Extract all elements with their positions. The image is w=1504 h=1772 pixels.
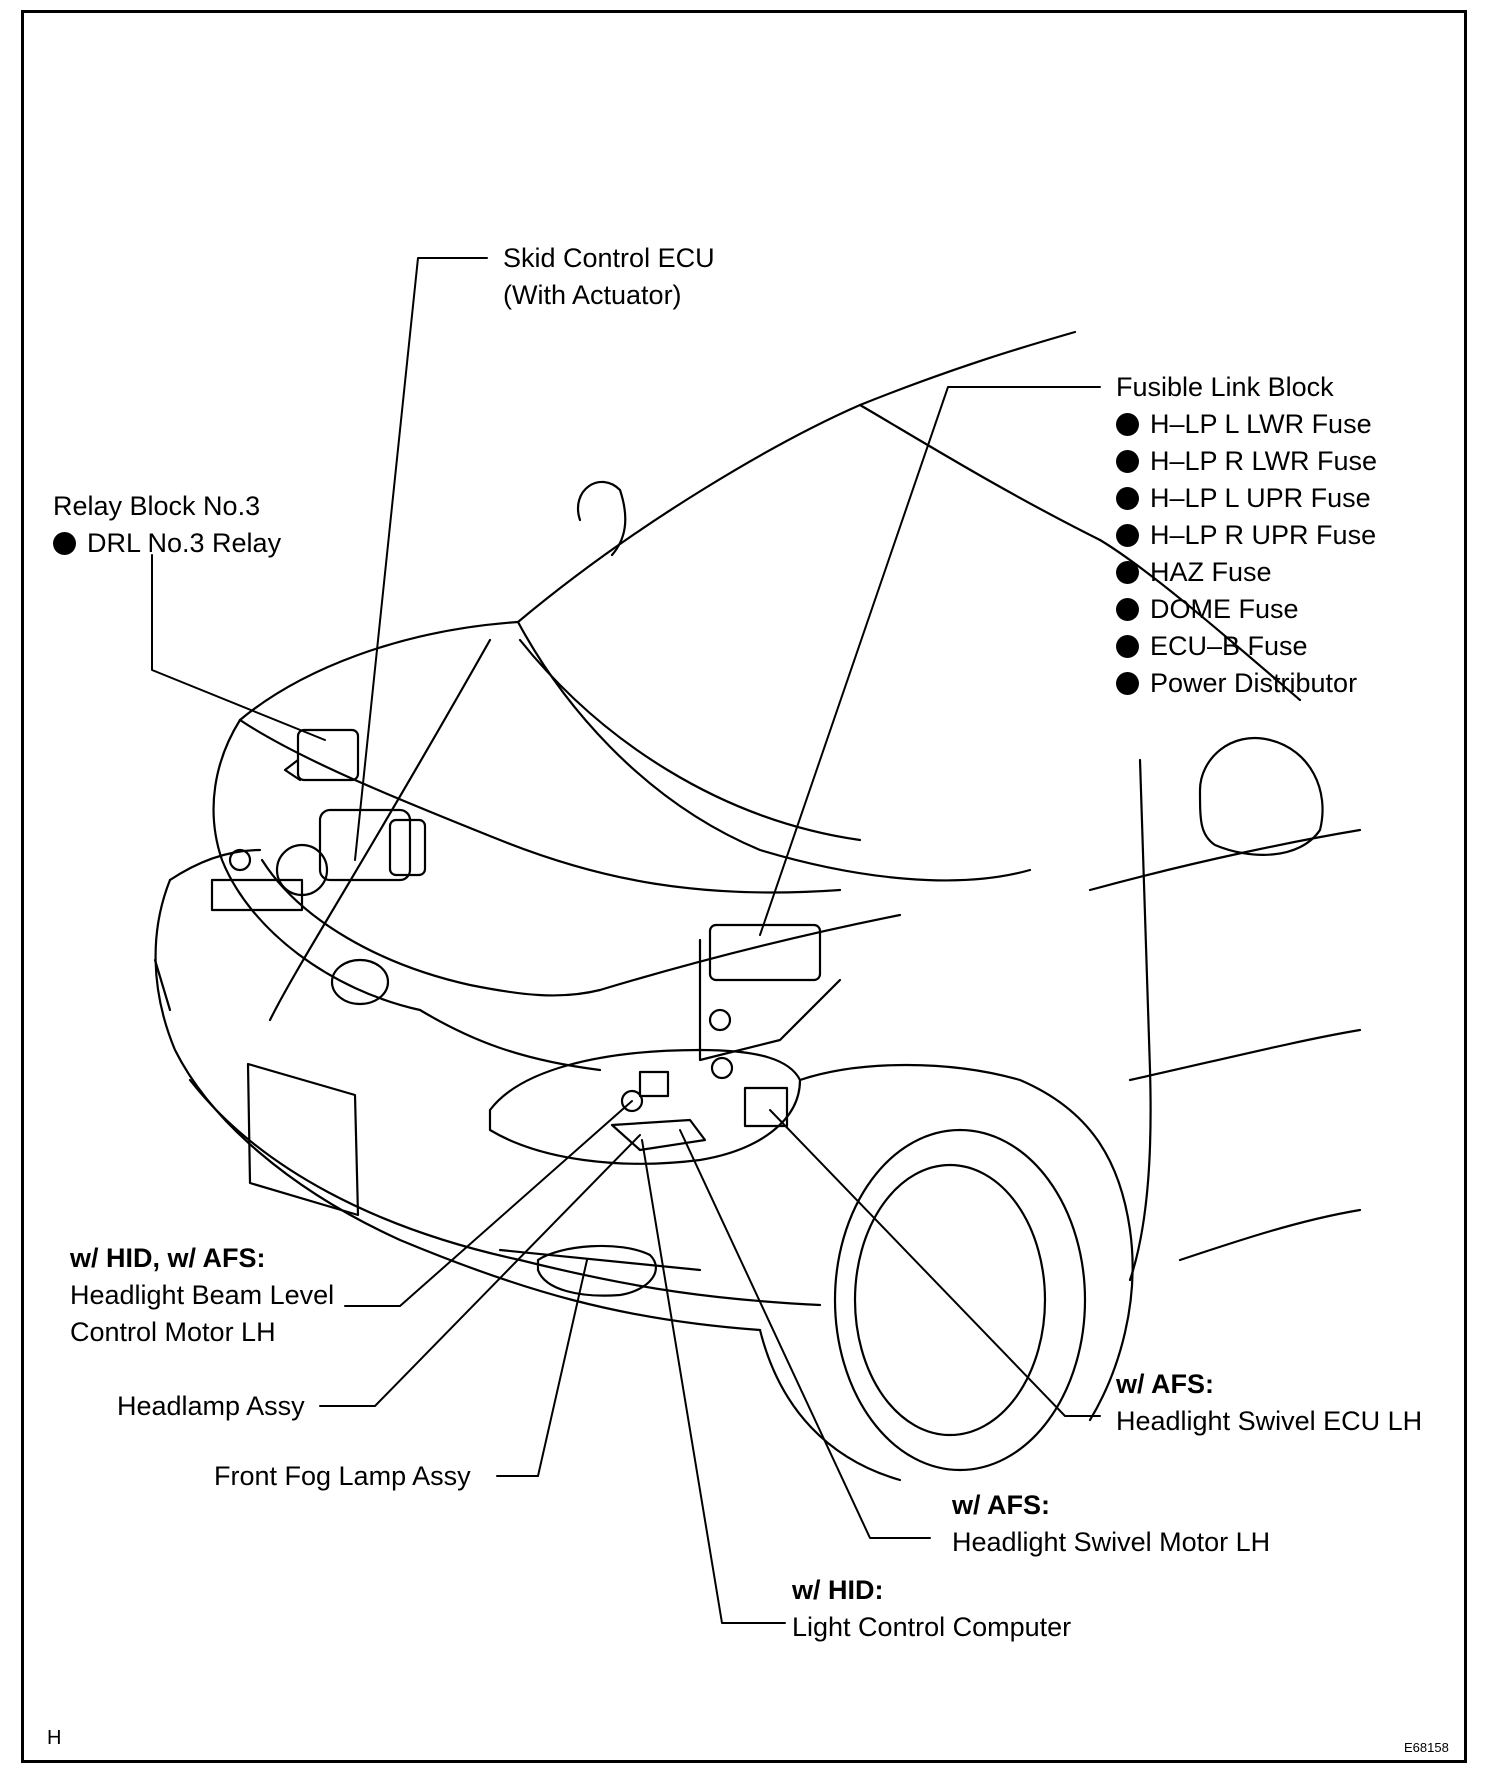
headlamp-assy-label: Headlamp Assy <box>117 1391 305 1421</box>
fuse-name: Power Distributor <box>1150 668 1358 698</box>
leader-light-control <box>641 1139 786 1624</box>
relay-name: DRL No.3 Relay <box>87 528 282 558</box>
swivel-ecu-label: w/ AFS: Headlight Swivel ECU LH <box>1116 1366 1422 1440</box>
bullet-icon <box>1116 487 1139 510</box>
bullet-icon <box>1116 524 1139 547</box>
leader-beam-level <box>344 1100 633 1307</box>
fuse-name: ECU–B Fuse <box>1150 631 1308 661</box>
leader-swivel-motor <box>679 1129 931 1539</box>
leader-fusible-link <box>759 386 1101 936</box>
beam-level-motor-label: w/ HID, w/ AFS: Headlight Beam Level Con… <box>70 1240 334 1351</box>
leader-fog-lamp <box>496 1259 588 1477</box>
skid-control-ecu-label: Skid Control ECU (With Actuator) <box>503 240 715 314</box>
figure-code: E68158 <box>1404 1740 1449 1755</box>
fuse-list-item: H–LP L LWR Fuse <box>1116 406 1377 443</box>
skid-control-ecu-sketch <box>210 808 427 912</box>
light-control-line: Light Control Computer <box>792 1612 1072 1642</box>
bullet-icon <box>53 532 76 555</box>
swivel-motor-label: w/ AFS: Headlight Swivel Motor LH <box>952 1487 1270 1561</box>
fusible-link-block-sketch <box>698 923 842 1080</box>
fuse-name: H–LP R UPR Fuse <box>1150 520 1377 550</box>
swivel-ecu-qualifier: w/ AFS: <box>1116 1369 1214 1399</box>
bullet-icon <box>1116 635 1139 658</box>
leader-swivel-ecu <box>769 1109 1101 1417</box>
headlamp-components-sketch <box>610 1070 789 1152</box>
fuse-list-item: H–LP R UPR Fuse <box>1116 517 1377 554</box>
fuse-list-item: Power Distributor <box>1116 665 1377 702</box>
bullet-icon <box>1116 598 1139 621</box>
fuse-list-item: H–LP R LWR Fuse <box>1116 443 1377 480</box>
skid-control-ecu-title: Skid Control ECU <box>503 243 715 273</box>
fuse-name: H–LP L UPR Fuse <box>1150 483 1371 513</box>
beam-level-line: Control Motor LH <box>70 1317 276 1347</box>
light-control-qualifier: w/ HID: <box>792 1575 884 1605</box>
skid-control-ecu-subtitle: (With Actuator) <box>503 280 682 310</box>
front-fog-lamp-label: Front Fog Lamp Assy <box>214 1461 471 1491</box>
bullet-icon <box>1116 561 1139 584</box>
leader-skid-control <box>354 257 488 861</box>
swivel-ecu-line: Headlight Swivel ECU LH <box>1116 1406 1423 1436</box>
relay-block-sketch <box>283 728 360 782</box>
fuse-list-item: ECU–B Fuse <box>1116 628 1377 665</box>
fuse-list-item: HAZ Fuse <box>1116 554 1377 591</box>
fuse-list-item: H–LP L UPR Fuse <box>1116 480 1377 517</box>
leader-relay-block <box>151 554 326 741</box>
diagram-frame <box>21 10 1467 1763</box>
fuse-list-item: DOME Fuse <box>1116 591 1377 628</box>
leader-lines <box>151 257 1101 1624</box>
relay-block-label: Relay Block No.3 DRL No.3 Relay <box>53 488 281 562</box>
relay-list-item: DRL No.3 Relay <box>53 525 281 562</box>
fuse-name: H–LP R LWR Fuse <box>1150 446 1378 476</box>
beam-level-line: Headlight Beam Level <box>70 1280 335 1310</box>
bullet-icon <box>1116 413 1139 436</box>
fuse-name: DOME Fuse <box>1150 594 1299 624</box>
swivel-motor-line: Headlight Swivel Motor LH <box>952 1527 1271 1557</box>
fuse-name: HAZ Fuse <box>1150 557 1272 587</box>
car-body-outline <box>153 330 1362 1482</box>
swivel-motor-qualifier: w/ AFS: <box>952 1490 1050 1520</box>
corner-mark: H <box>47 1727 62 1749</box>
leader-headlamp <box>319 1134 641 1407</box>
light-control-computer-label: w/ HID: Light Control Computer <box>792 1572 1071 1646</box>
beam-level-qualifier: w/ HID, w/ AFS: <box>70 1243 266 1273</box>
bullet-icon <box>1116 672 1139 695</box>
relay-block-title: Relay Block No.3 <box>53 491 261 521</box>
fuse-name: H–LP L LWR Fuse <box>1150 409 1372 439</box>
bullet-icon <box>1116 450 1139 473</box>
fusible-link-block-title: Fusible Link Block <box>1116 372 1334 402</box>
fusible-link-block-label: Fusible Link Block H–LP L LWR Fuse H–LP … <box>1116 369 1377 702</box>
